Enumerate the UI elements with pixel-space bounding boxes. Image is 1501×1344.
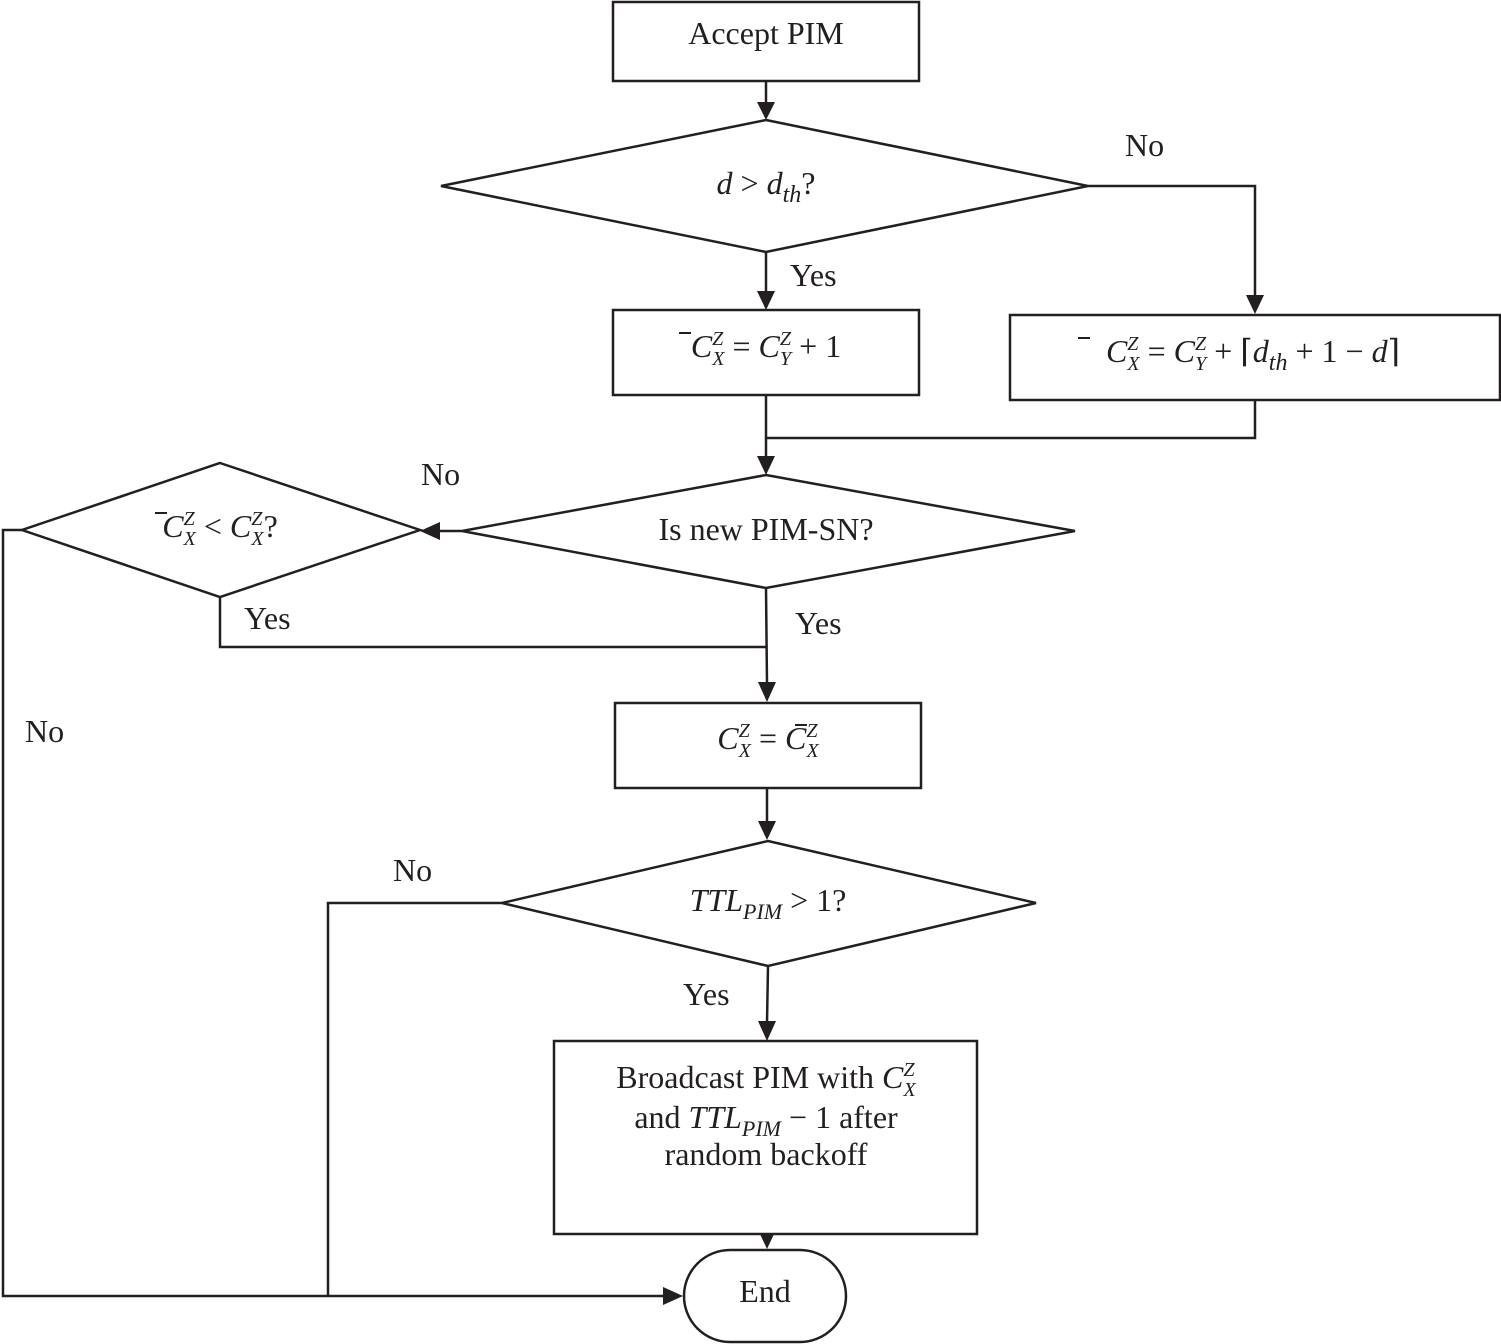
connector-cmp-no xyxy=(1,528,665,1298)
arrowhead-down-icon xyxy=(757,291,775,310)
arrowhead-down-icon xyxy=(758,682,776,702)
edge-labels: No Yes No Yes Yes No No Yes xyxy=(25,127,1164,1012)
accept-pim-label: Accept PIM xyxy=(688,15,844,51)
node-end: End xyxy=(682,1248,848,1344)
decision-compare-diamond xyxy=(18,461,424,599)
edge-label-sn-no: No xyxy=(421,456,460,492)
broadcast-line-3: random backoff xyxy=(665,1136,868,1172)
edge-label-sn-yes: Yes xyxy=(795,605,842,641)
decision-d-diamond xyxy=(440,118,1089,254)
node-decision-d: d > dth? xyxy=(440,118,1089,254)
connector-ttl-no xyxy=(326,901,502,1296)
accept-pim-box xyxy=(611,0,921,83)
edge-label-ttl-no: No xyxy=(393,852,432,888)
connector-ttl-yes xyxy=(765,965,770,1024)
node-accept-pim: Accept PIM xyxy=(611,0,921,83)
arrowhead-right-icon xyxy=(663,1287,683,1305)
arrowhead-left-icon xyxy=(420,522,440,540)
decision-ttl-diamond xyxy=(501,839,1037,968)
connectors xyxy=(1,82,1264,1305)
decision-new-sn-label: Is new PIM-SN? xyxy=(658,511,873,547)
edge-label-cmp-yes: Yes xyxy=(244,600,291,636)
arrowhead-down-icon xyxy=(759,1232,775,1249)
end-label: End xyxy=(739,1273,791,1309)
assign-ceil-box xyxy=(1008,313,1501,402)
end-terminator xyxy=(682,1248,848,1344)
broadcast-line-2: and TTLPIM − 1 after xyxy=(634,1099,898,1141)
arrowhead-down-icon xyxy=(757,102,775,120)
edge-label-d-no: No xyxy=(1125,127,1164,163)
arrowhead-down-icon xyxy=(1246,295,1264,314)
connector-ceil-to-sn xyxy=(766,401,1257,440)
node-decision-ttl: TTLPIM > 1? xyxy=(501,839,1037,968)
arrowhead-down-icon xyxy=(758,821,776,840)
connector-cmp-yes xyxy=(218,597,767,649)
edge-label-d-yes: Yes xyxy=(790,257,837,293)
decision-new-sn-diamond xyxy=(461,473,1076,590)
connector-sn-yes xyxy=(764,587,769,685)
arrowhead-down-icon xyxy=(758,1021,776,1041)
edge-label-ttl-yes: Yes xyxy=(683,976,730,1012)
decision-d-label: d > dth? xyxy=(717,165,816,208)
assign-update-box xyxy=(613,701,923,790)
edge-label-cmp-no: No xyxy=(25,713,64,749)
broadcast-box xyxy=(552,1039,979,1236)
connector-d-no xyxy=(1088,184,1257,297)
assign-plus1-box xyxy=(611,308,921,397)
decision-ttl-label: TTLPIM > 1? xyxy=(690,882,847,924)
node-decision-new-sn: Is new PIM-SN? xyxy=(461,473,1076,590)
arrowhead-down-icon xyxy=(757,456,775,475)
